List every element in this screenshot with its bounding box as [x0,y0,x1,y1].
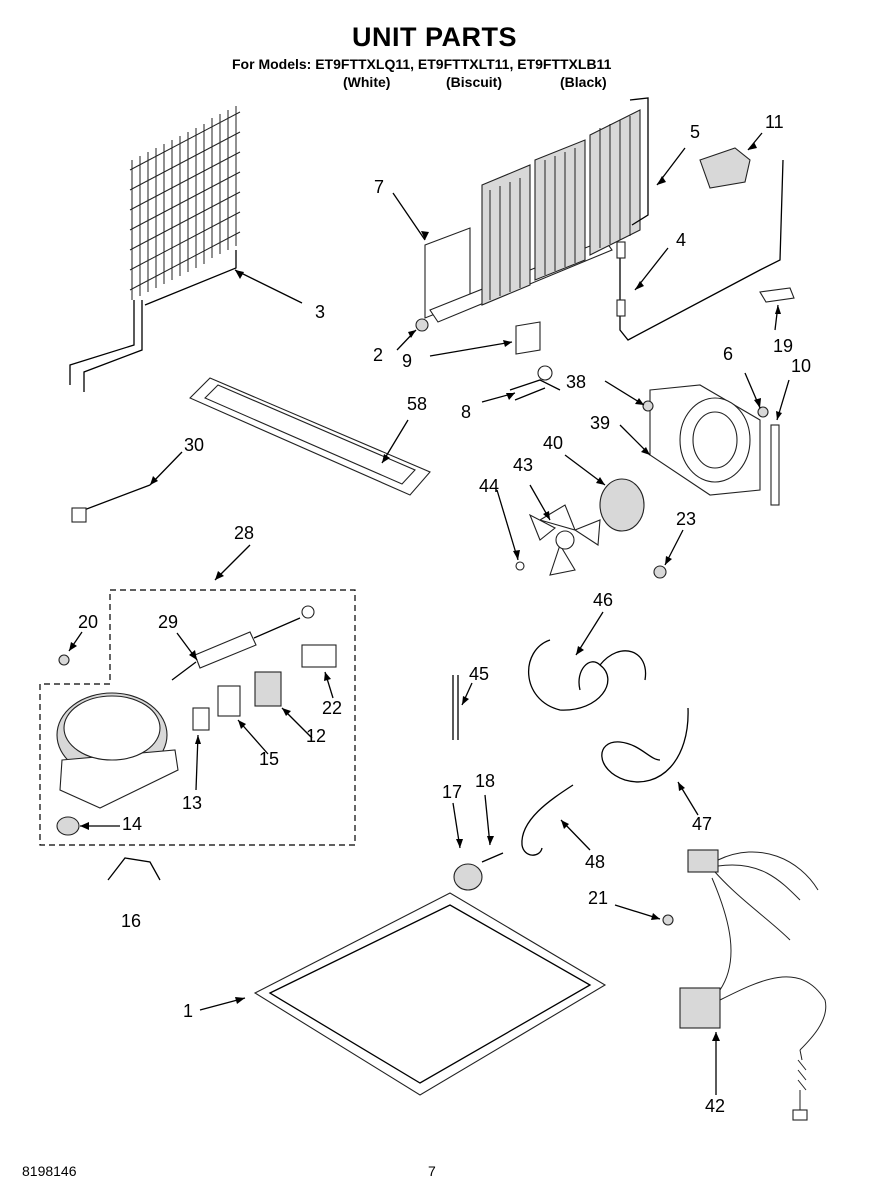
callout-42: 42 [705,1096,726,1116]
base-pan [253,892,607,1096]
fan-shroud [649,384,761,496]
tubing-48 [521,784,574,856]
defrost-heater-rod [83,484,151,511]
callout-38: 38 [566,372,587,392]
callout-18: 18 [475,771,496,791]
callout-48: 48 [585,852,606,872]
callout-28: 28 [234,523,255,543]
callout-23: 23 [676,509,697,529]
overload-22 [301,644,337,668]
callout-20: 20 [78,612,99,632]
screw-20 [58,654,70,666]
pin [452,675,459,740]
compressor [56,692,179,809]
callout-30: 30 [184,435,205,455]
callout-46: 46 [593,590,614,610]
foam-strip [770,424,780,506]
screw-2 [415,318,429,332]
callout-3: 3 [315,302,326,322]
callout-1: 1 [183,1001,194,1021]
callout-12: 12 [306,726,327,746]
filter-drier [194,631,257,669]
roller-wheel [453,863,483,891]
callout-13: 13 [182,793,203,813]
callout-11: 11 [765,112,784,132]
callout-2: 2 [373,345,384,365]
evaporator-clip [515,321,541,355]
document-number: 8198146 [22,1163,77,1179]
screw-21 [662,914,674,926]
callout-15: 15 [259,749,280,769]
wire-harness [679,849,827,1121]
callout-45: 45 [469,664,490,684]
clip-13 [192,707,210,731]
callout-4: 4 [676,230,687,250]
fan-motor [599,478,645,532]
color-label-biscuit: (Biscuit) [446,74,502,90]
callout-39: 39 [590,413,611,433]
callout-22: 22 [322,698,343,718]
callout-29: 29 [158,612,179,632]
page-number: 7 [428,1163,436,1179]
callout-9: 9 [402,351,413,371]
callout-17: 17 [442,782,463,802]
callout-19: 19 [773,336,794,356]
callout-47: 47 [692,814,713,834]
color-label-black: (Black) [560,74,607,90]
defrost-thermistor [619,159,784,341]
condenser-coil [69,106,241,392]
hex-nut [653,565,667,579]
compressor-kit-boundary [39,589,356,846]
overload-protector [217,685,241,717]
callout-5: 5 [690,122,701,142]
start-relay [254,671,282,707]
wire-clip [759,287,795,303]
tubing-46 [528,639,647,711]
callout-21: 21 [588,888,609,908]
evaporator-assembly [424,97,649,323]
color-label-white: (White) [343,74,391,90]
callout-44: 44 [479,476,500,496]
harness-plug-8 [509,379,561,401]
fan-blade [528,504,601,576]
drain-cap [699,147,751,189]
callout-7: 7 [374,177,385,197]
roller-screw [481,852,504,863]
callout-58: 58 [407,394,428,414]
models-line: For Models: ET9FTTXLQ11, ET9FTTXLT11, ET… [232,56,612,72]
tubing-47 [601,707,689,783]
grommet [56,816,80,836]
callout-8: 8 [461,402,472,422]
callout-40: 40 [543,433,564,453]
page-title: UNIT PARTS [352,22,517,52]
callout-16: 16 [121,911,142,931]
callout-14: 14 [122,814,143,834]
callout-10: 10 [791,356,812,376]
wire-retainer [107,857,161,881]
leader-lines [68,132,790,1095]
callout-43: 43 [513,455,534,475]
callout-6: 6 [723,344,734,364]
